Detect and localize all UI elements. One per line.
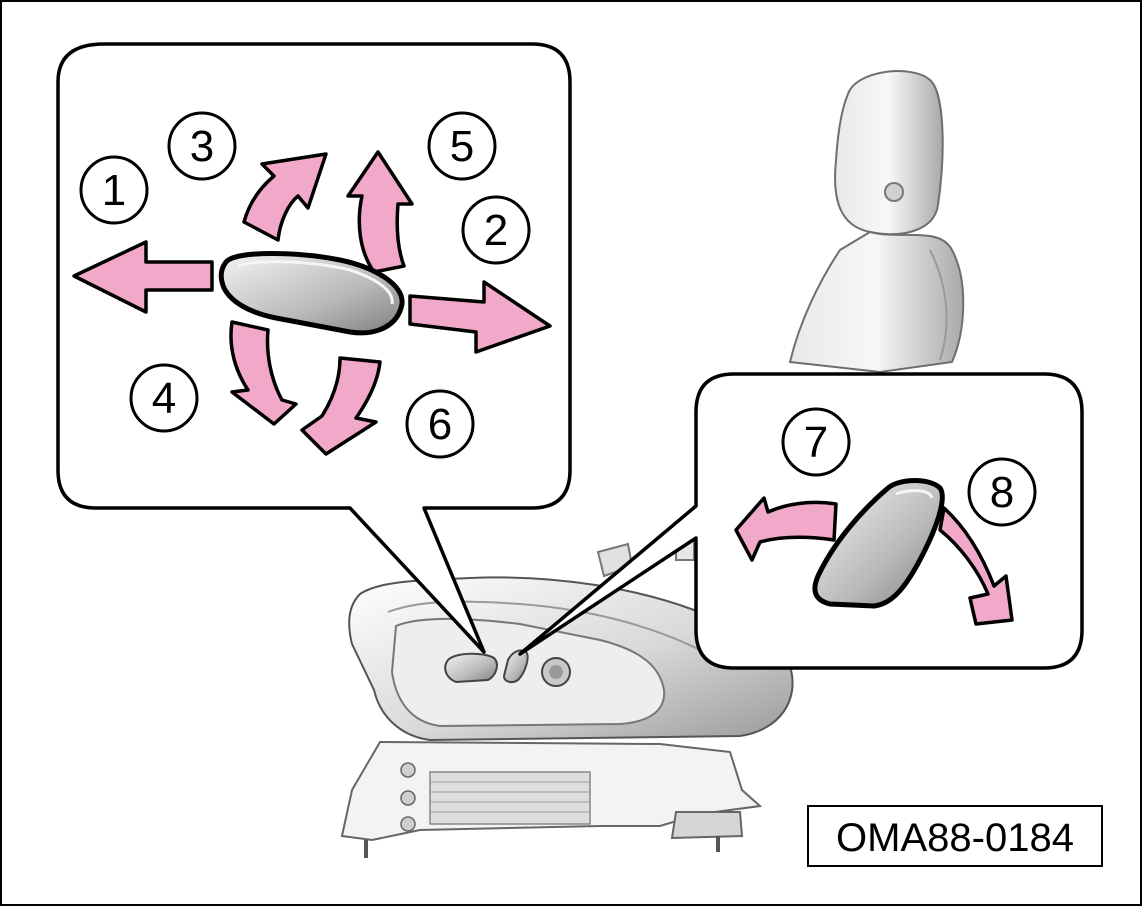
callout-main: [56, 42, 572, 654]
svg-text:8: 8: [990, 468, 1014, 517]
figure-code: OMA88-0184: [836, 816, 1074, 860]
seat-position-switch-large: [218, 251, 405, 336]
svg-text:1: 1: [102, 166, 126, 215]
arrow-4-front-down: [229, 320, 298, 426]
arrow-5-rear-up: [346, 150, 414, 274]
seat-position-switch-icon: [444, 649, 571, 687]
arrow-2-backward: [408, 280, 552, 354]
number-badge-4: 4: [129, 363, 199, 433]
svg-text:3: 3: [190, 122, 214, 171]
number-badge-8: 8: [967, 457, 1037, 527]
arrow-1-forward: [72, 240, 214, 314]
number-badge-1: 1: [79, 155, 149, 225]
arrow-7-backrest-forward: [734, 496, 838, 562]
main-direction-arrows: [72, 150, 552, 456]
arrow-3-front-up: [242, 152, 328, 242]
arrow-6-rear-down: [300, 356, 382, 456]
backrest-switch-icon: [812, 478, 945, 609]
svg-text:5: 5: [450, 122, 474, 171]
number-badge-3: 3: [167, 111, 237, 181]
svg-text:4: 4: [152, 374, 176, 423]
recline-direction-arrows: [734, 496, 1014, 626]
number-badge-5: 5: [427, 111, 497, 181]
figure-code-box: OMA88-0184: [807, 805, 1103, 867]
number-badge-2: 2: [461, 195, 531, 265]
svg-text:7: 7: [804, 418, 828, 467]
svg-text:2: 2: [484, 206, 508, 255]
seat-icon: [340, 70, 965, 858]
arrow-8-backrest-backward: [938, 506, 1014, 626]
number-badge-6: 6: [405, 389, 475, 459]
backrest: [788, 230, 965, 374]
headrest: [834, 70, 944, 236]
svg-text:6: 6: [428, 400, 452, 449]
number-badge-7: 7: [781, 407, 851, 477]
